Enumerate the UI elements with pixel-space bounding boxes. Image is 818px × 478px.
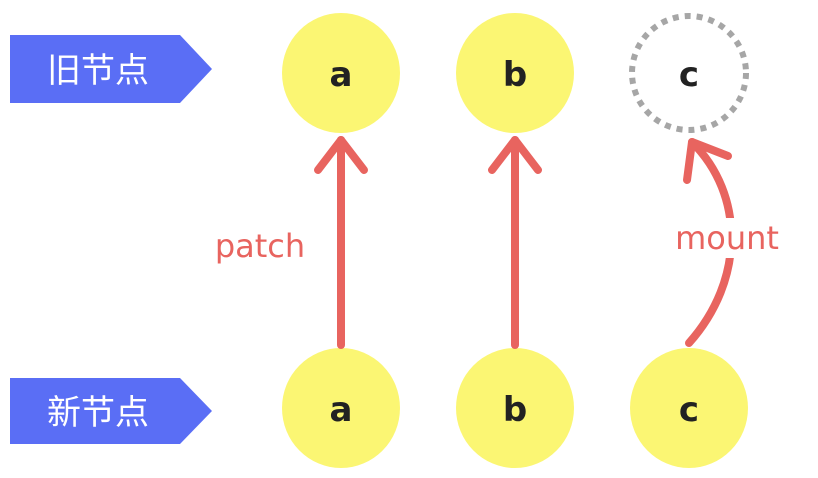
old-nodes-tag-label: 旧节点 [47,51,149,91]
old-nodes-tag-shape [10,35,212,103]
new-nodes-tag-label: 新节点 [47,393,149,433]
old-node-b: b [456,13,574,133]
new-node-b-label: b [503,390,527,430]
mount-label: mount [675,219,779,257]
new-node-a: a [282,348,400,468]
new-node-c: c [630,348,748,468]
old-node-c-label: c [679,55,699,95]
old-nodes-tag: 旧节点 [10,35,212,103]
new-node-b: b [456,348,574,468]
new-nodes-tag-shape [10,378,212,444]
new-node-a-label: a [330,390,353,430]
patch-arrow-b [488,136,542,349]
old-node-a: a [282,13,400,133]
new-node-c-label: c [679,390,699,430]
old-node-a-label: a [330,55,353,95]
old-node-b-label: b [503,55,527,95]
patch-label: patch [215,227,305,265]
old-node-c-placeholder: c [629,13,749,133]
patch-label-bg [208,226,312,266]
patch-arrow-a [314,136,368,349]
new-nodes-tag: 新节点 [10,378,212,444]
mount-label-bg [670,218,784,258]
